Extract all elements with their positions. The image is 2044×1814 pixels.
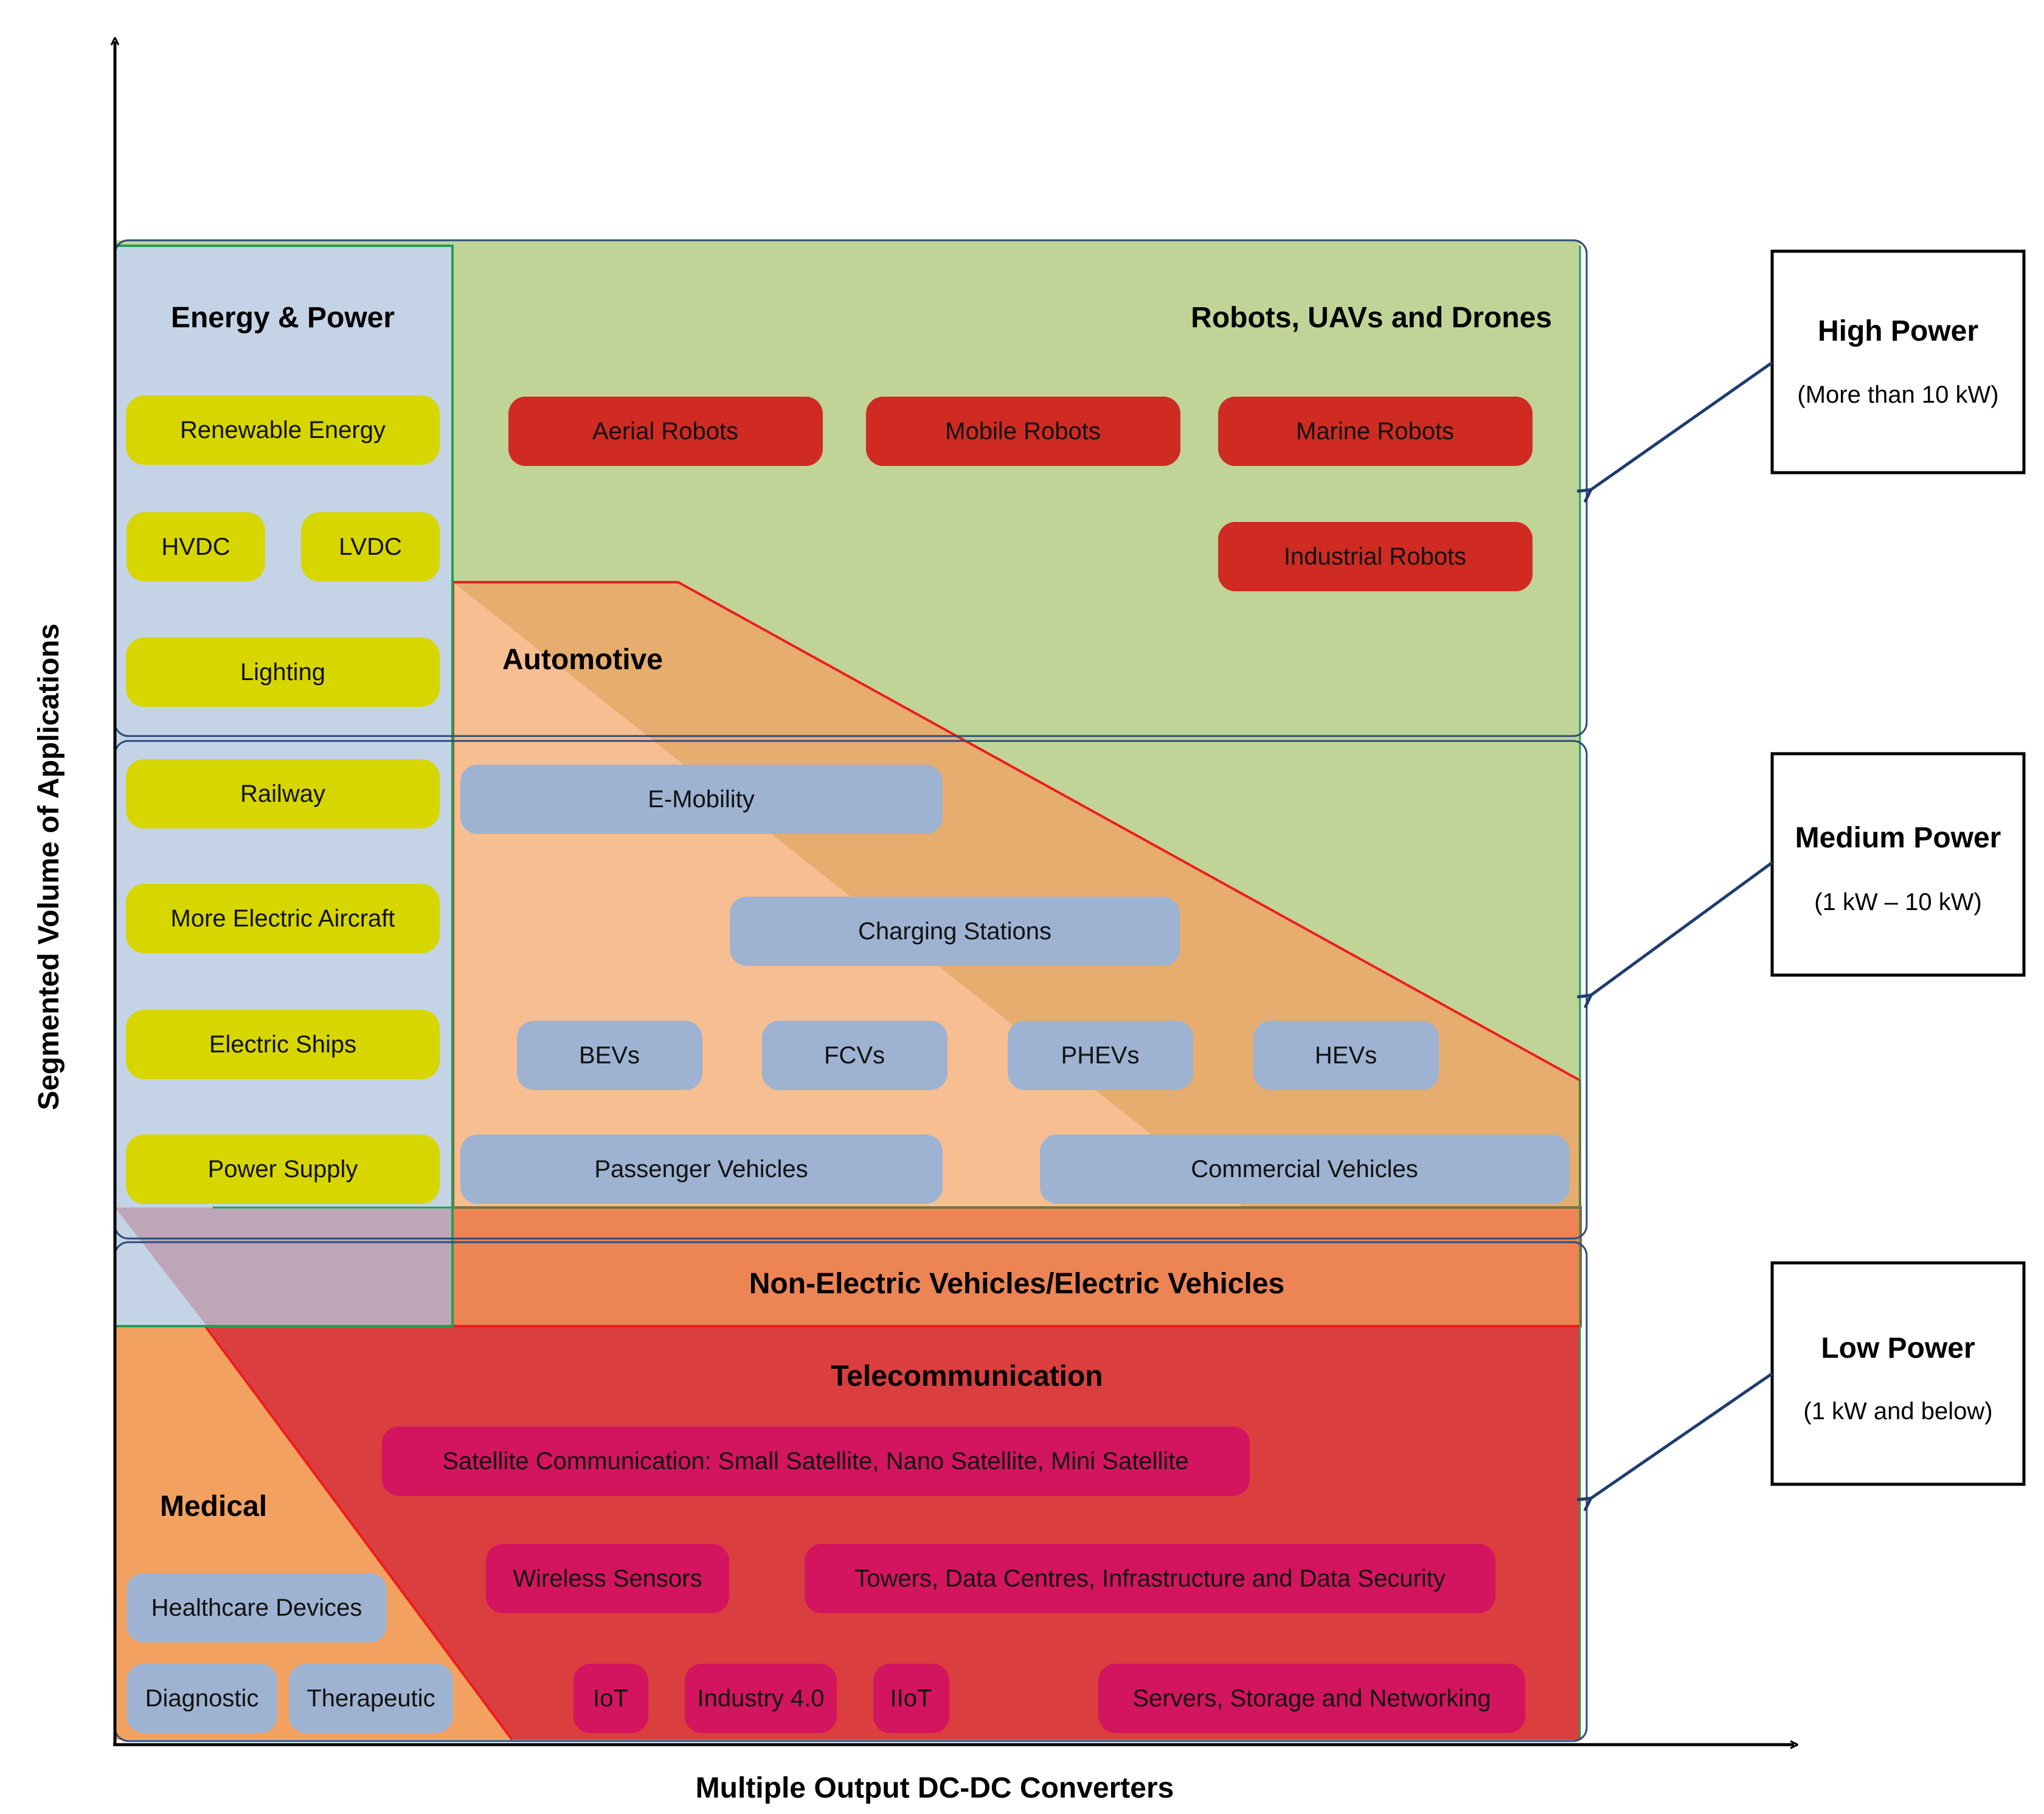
pill-iiot: IIoT [873,1664,949,1733]
svg-text:Wireless Sensors: Wireless Sensors [513,1565,702,1592]
svg-text:Aerial Robots: Aerial Robots [592,418,738,445]
low-power-box: Low Power (1 kW and below) [1770,1261,2026,1486]
svg-text:High Power: High Power [1818,315,1978,347]
low-power-arrow [1591,1372,1773,1498]
svg-text:(1 kW and below): (1 kW and below) [1803,1398,1992,1425]
pill-passenger-vehicles: Passenger Vehicles [460,1135,943,1204]
high-power-arrow [1591,361,1773,490]
svg-text:PHEVs: PHEVs [1061,1042,1140,1069]
medium-power-box: Medium Power (1 kW – 10 kW) [1770,752,2026,977]
svg-text:Satellite Communication: Small: Satellite Communication: Small Satellite… [442,1448,1188,1475]
pill-charging-stations: Charging Stations [730,897,1180,966]
svg-text:Electric Ships: Electric Ships [209,1031,356,1058]
svg-text:Therapeutic: Therapeutic [307,1685,435,1712]
pill-wireless-sensors: Wireless Sensors [486,1544,729,1613]
svg-text:Railway: Railway [240,780,325,807]
svg-text:Mobile Robots: Mobile Robots [945,418,1101,445]
high-power-box: High Power (More than 10 kW) [1770,249,2026,474]
medical-title: Medical [160,1490,267,1523]
svg-text:Low Power: Low Power [1821,1332,1975,1364]
pill-lvdc: LVDC [301,512,440,582]
pill-more-electric-aircraft: More Electric Aircraft [126,884,440,953]
y-axis-label: Segmented Volume of Applications [33,624,65,1110]
pill-marine-robots: Marine Robots [1218,397,1533,466]
energy-power-title: Energy & Power [171,302,395,334]
svg-text:Charging Stations: Charging Stations [858,918,1051,945]
svg-text:Servers, Storage and Networkin: Servers, Storage and Networking [1132,1685,1491,1712]
svg-text:(1 kW – 10 kW): (1 kW – 10 kW) [1814,889,1982,916]
pill-renewable-energy: Renewable Energy [126,395,440,465]
robots-title: Robots, UAVs and Drones [1191,302,1552,334]
svg-text:Power Supply: Power Supply [208,1156,358,1183]
pill-electric-ships: Electric Ships [126,1010,440,1079]
medium-power-arrow [1591,861,1773,995]
svg-text:BEVs: BEVs [579,1042,640,1069]
pill-fcvs: FCVs [762,1021,948,1090]
pill-aerial-robots: Aerial Robots [508,397,823,466]
pill-power-supply: Power Supply [126,1135,440,1204]
svg-text:Industrial Robots: Industrial Robots [1284,543,1466,570]
pill-diagnostic: Diagnostic [126,1664,277,1733]
pill-iot: IoT [573,1664,648,1733]
pill-industrial-robots: Industrial Robots [1218,522,1533,591]
svg-text:Medium Power: Medium Power [1795,822,2001,854]
svg-text:Renewable Energy: Renewable Energy [180,417,386,443]
svg-text:Healthcare Devices: Healthcare Devices [151,1594,362,1621]
svg-text:E-Mobility: E-Mobility [648,786,755,813]
pill-industry-4: Industry 4.0 [685,1664,837,1733]
svg-text:Industry 4.0: Industry 4.0 [697,1685,824,1712]
pill-servers-storage: Servers, Storage and Networking [1098,1664,1525,1733]
pill-towers-data-centres: Towers, Data Centres, Infrastructure and… [805,1544,1495,1613]
svg-text:Passenger Vehicles: Passenger Vehicles [594,1156,808,1183]
pill-bevs: BEVs [517,1021,702,1090]
svg-text:More Electric Aircraft: More Electric Aircraft [171,905,395,932]
svg-text:Diagnostic: Diagnostic [145,1685,259,1712]
svg-text:FCVs: FCVs [824,1042,885,1069]
svg-text:(More than 10 kW): (More than 10 kW) [1797,381,1998,408]
pill-hevs: HEVs [1253,1021,1439,1090]
svg-text:Lighting: Lighting [240,659,325,686]
vehicles-band-title: Non-Electric Vehicles/Electric Vehicles [749,1268,1284,1300]
energy-lower-overlay [115,1208,452,1326]
svg-text:Towers, Data Centres, Infrastr: Towers, Data Centres, Infrastructure and… [854,1565,1446,1592]
energy-lower-tint [115,1208,207,1326]
pill-mobile-robots: Mobile Robots [866,397,1180,466]
x-axis-label: Multiple Output DC-DC Converters [696,1772,1174,1804]
svg-text:HEVs: HEVs [1315,1042,1377,1069]
pill-hvdc: HVDC [126,512,265,582]
telecom-title: Telecommunication [831,1360,1103,1392]
svg-text:Commercial Vehicles: Commercial Vehicles [1191,1156,1418,1183]
pill-e-mobility: E-Mobility [460,765,943,834]
svg-text:LVDC: LVDC [339,533,402,560]
pill-satellite-communication: Satellite Communication: Small Satellite… [382,1427,1250,1496]
pill-therapeutic: Therapeutic [289,1664,453,1733]
pill-phevs: PHEVs [1008,1021,1193,1090]
svg-text:IoT: IoT [593,1685,628,1712]
svg-text:Marine Robots: Marine Robots [1296,418,1454,445]
svg-text:IIoT: IIoT [890,1685,932,1712]
pill-railway: Railway [126,759,440,829]
svg-text:HVDC: HVDC [161,533,230,560]
pill-lighting: Lighting [126,638,440,707]
pill-commercial-vehicles: Commercial Vehicles [1040,1135,1570,1204]
automotive-title: Automotive [502,644,663,676]
pill-healthcare-devices: Healthcare Devices [126,1573,387,1642]
